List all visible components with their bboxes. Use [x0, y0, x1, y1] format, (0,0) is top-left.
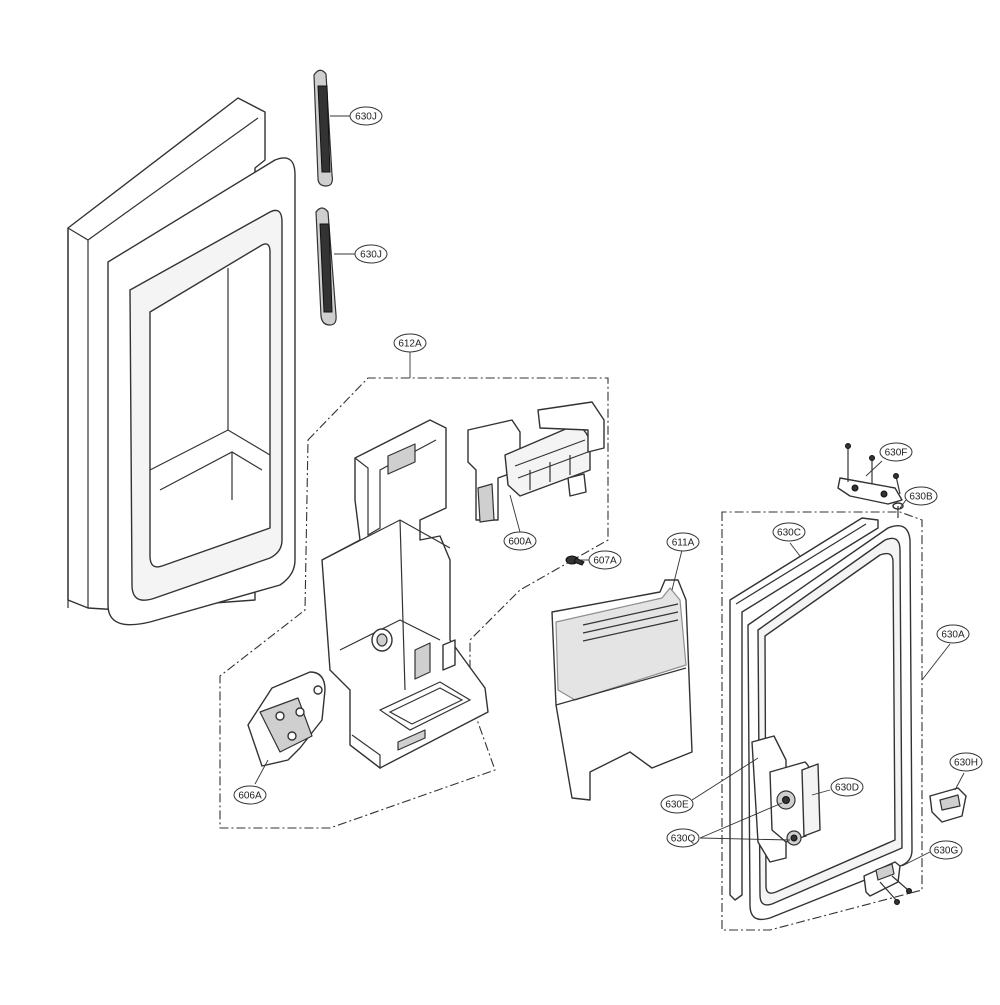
svg-text:606A: 606A: [238, 791, 262, 802]
ice-maker-module: [467, 401, 605, 523]
door-assembly-boundary: [721, 511, 923, 931]
dispenser-housing: [321, 419, 489, 770]
top-hinge-plate: [837, 443, 903, 505]
svg-text:612A: 612A: [398, 339, 422, 350]
callout-600a: 600A: [503, 531, 537, 551]
callout-630a: 630A: [936, 624, 970, 644]
callout-630b: 630B: [904, 486, 938, 506]
bottom-hinge-bracket: [863, 861, 912, 905]
callout-630f: 630F: [879, 442, 913, 462]
leader-lines: [254, 115, 965, 867]
callout-612a: 612A: [393, 333, 427, 353]
svg-text:630J: 630J: [360, 250, 382, 261]
trim-strip-bottom: [315, 207, 337, 326]
svg-text:630C: 630C: [777, 528, 801, 539]
svg-text:630H: 630H: [954, 758, 978, 769]
callout-630q: 630Q: [666, 828, 700, 848]
door-stopper-clip: [929, 787, 967, 823]
svg-text:630E: 630E: [665, 800, 689, 811]
svg-text:630Q: 630Q: [671, 834, 696, 845]
svg-text:600A: 600A: [508, 537, 532, 548]
svg-text:630D: 630D: [835, 783, 859, 794]
switch-bracket: [247, 671, 326, 767]
trim-strip-top: [313, 69, 333, 187]
svg-text:630A: 630A: [941, 630, 965, 641]
callout-630d: 630D: [830, 777, 864, 797]
svg-text:611A: 611A: [672, 538, 695, 549]
callout-630h: 630H: [949, 752, 983, 772]
callout-606a: 606A: [233, 785, 267, 805]
svg-text:630F: 630F: [885, 448, 908, 459]
door-handle-hinge: [751, 735, 821, 863]
callout-630e: 630E: [660, 794, 694, 814]
callout-630j-top: 630J: [349, 106, 383, 126]
callout-630j-bottom: 630J: [354, 244, 388, 264]
callout-611a: 611A: [666, 532, 700, 552]
callout-607a: 607A: [588, 550, 622, 570]
callout-630g: 630G: [929, 840, 963, 860]
svg-text:630J: 630J: [355, 112, 377, 123]
dispenser-cover: [551, 579, 693, 801]
svg-text:630G: 630G: [934, 846, 959, 857]
hinge-pin: [892, 502, 904, 518]
door-panel: [67, 97, 296, 626]
svg-text:607A: 607A: [593, 556, 617, 567]
screw-part: [565, 555, 585, 566]
callout-630c: 630C: [772, 522, 806, 542]
svg-text:630B: 630B: [909, 492, 933, 503]
door-gasket: [729, 517, 879, 901]
